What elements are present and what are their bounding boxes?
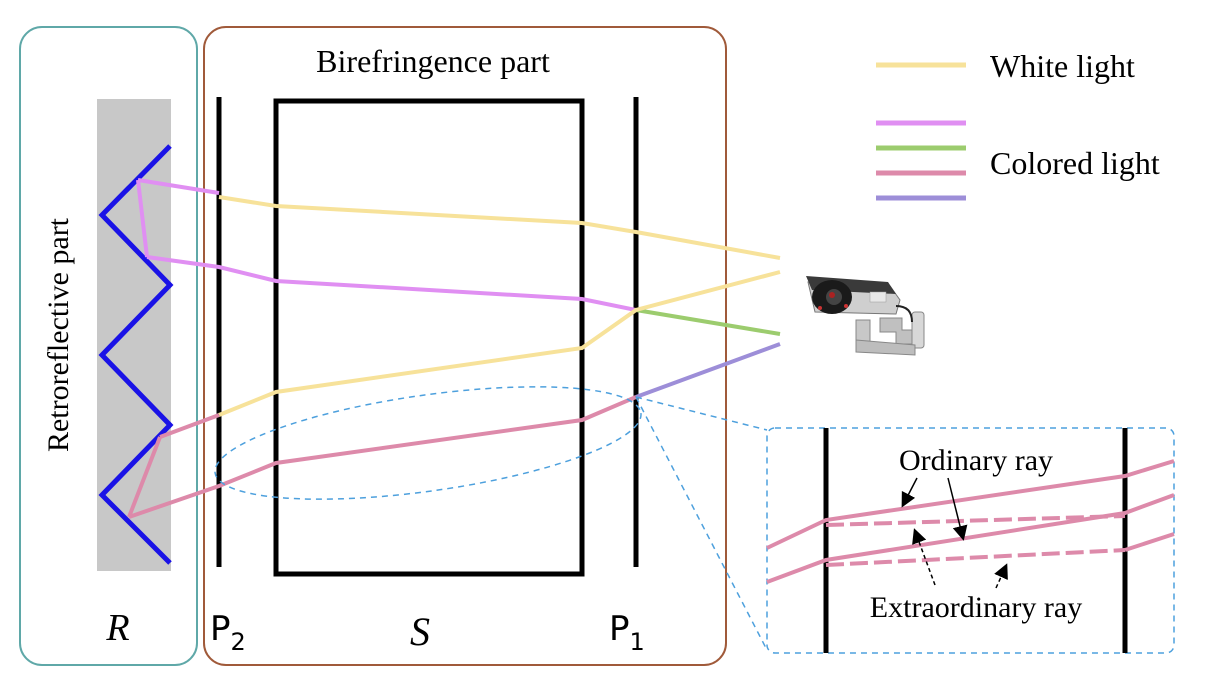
inset-ray-bottom [1124, 532, 1175, 552]
birefringence-label: Birefringence part [316, 43, 550, 79]
birefringence-box [203, 26, 727, 666]
label-p2: P2 [210, 609, 246, 656]
pink-ray-vertical [127, 436, 162, 518]
label-p1: P1 [609, 609, 645, 656]
zoom-connector-bottom [635, 396, 768, 651]
violet-ray-lower [146, 255, 637, 312]
zoom-inset [766, 427, 1175, 654]
blue-violet-ray [635, 342, 781, 399]
label-r: R [105, 607, 129, 649]
inset-ray-lower [766, 493, 1175, 584]
ordinary-ray-label: Ordinary ray [899, 444, 1053, 477]
zoom-connector-top [635, 396, 768, 431]
security-camera-icon [806, 276, 925, 356]
violet-ray [137, 178, 220, 195]
extraordinary-ray-label: Extraordinary ray [870, 591, 1082, 624]
green-ray [635, 308, 781, 336]
white-ray-lower [218, 270, 781, 417]
label-p2-sub: 2 [231, 628, 246, 656]
ordinary-arrow-1 [901, 477, 918, 508]
retroreflective-label: Retroreflective part [42, 217, 75, 452]
retroreflector-gray [97, 99, 171, 571]
retroreflector-zigzag [98, 144, 174, 565]
inset-ray-upper [766, 459, 1175, 550]
inset-extraordinary-lower [825, 548, 1126, 567]
inset-extraordinary-upper [825, 514, 1126, 527]
legend-white-label: White light [990, 48, 1135, 84]
retroreflective-box [19, 26, 198, 666]
white-ray-upper [218, 195, 781, 260]
ordinary-arrow-2 [947, 477, 968, 541]
pink-ray-upper [159, 413, 220, 439]
extraordinary-arrow-2 [994, 563, 1008, 589]
sample-s [273, 98, 585, 577]
violet-ray-vertical [136, 179, 149, 258]
legend-colored-label: Colored light [990, 145, 1160, 181]
pink-ray-lower [128, 395, 637, 519]
label-s: S [410, 609, 430, 654]
extraordinary-arrow-1 [912, 528, 936, 586]
label-p1-sub: 1 [630, 628, 645, 656]
zoom-ellipse [214, 386, 642, 500]
